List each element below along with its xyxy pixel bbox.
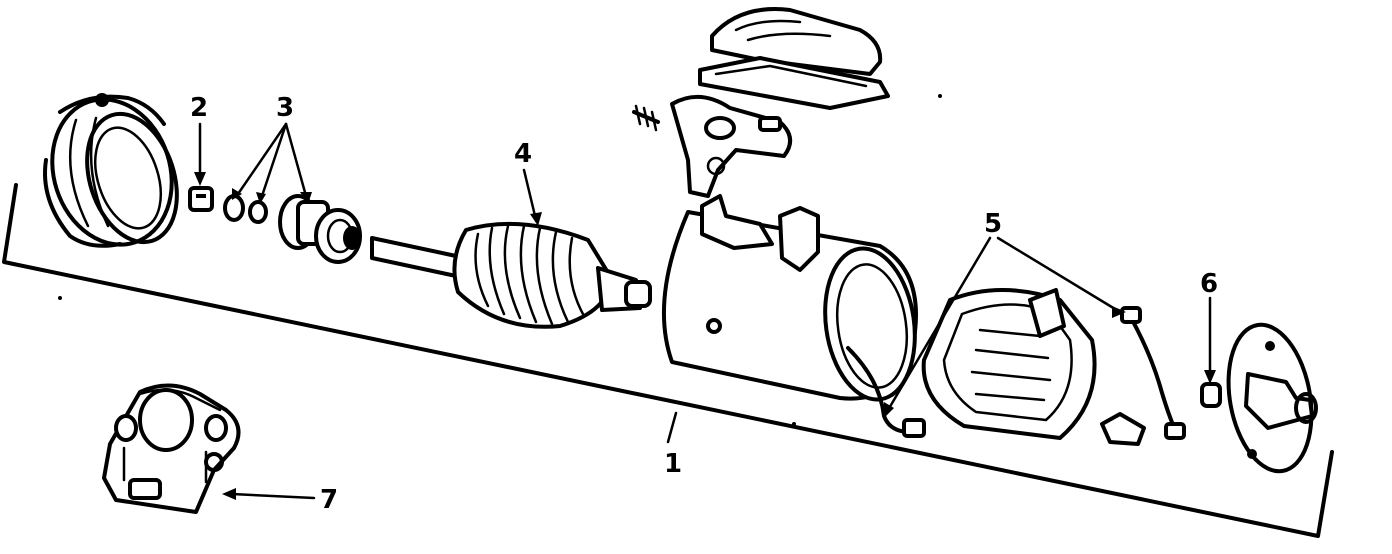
leader-lines xyxy=(194,122,1216,500)
armature xyxy=(370,221,652,329)
callout-6: 6 xyxy=(1200,269,1218,299)
drive-gear-group xyxy=(223,194,362,264)
commutator-end-plate xyxy=(1226,322,1318,474)
callout-1: 1 xyxy=(664,449,682,479)
callout-5: 5 xyxy=(984,209,1002,239)
callout-7: 7 xyxy=(320,485,338,515)
callout-2: 2 xyxy=(190,93,208,123)
shift-lever xyxy=(632,94,792,198)
brush-leads xyxy=(1100,306,1186,446)
assembly-bracket xyxy=(2,183,1334,538)
field-coils xyxy=(921,288,1097,440)
solenoid xyxy=(102,383,241,514)
callout-3: 3 xyxy=(276,93,294,123)
end-bushing xyxy=(1200,382,1222,408)
solenoid-cover xyxy=(698,7,890,110)
drive-end-housing xyxy=(43,93,179,248)
callout-labels: 1 2 3 4 5 6 7 xyxy=(190,93,1218,515)
field-frame xyxy=(661,194,926,438)
bushing-part xyxy=(188,186,214,212)
callout-4: 4 xyxy=(514,139,532,169)
